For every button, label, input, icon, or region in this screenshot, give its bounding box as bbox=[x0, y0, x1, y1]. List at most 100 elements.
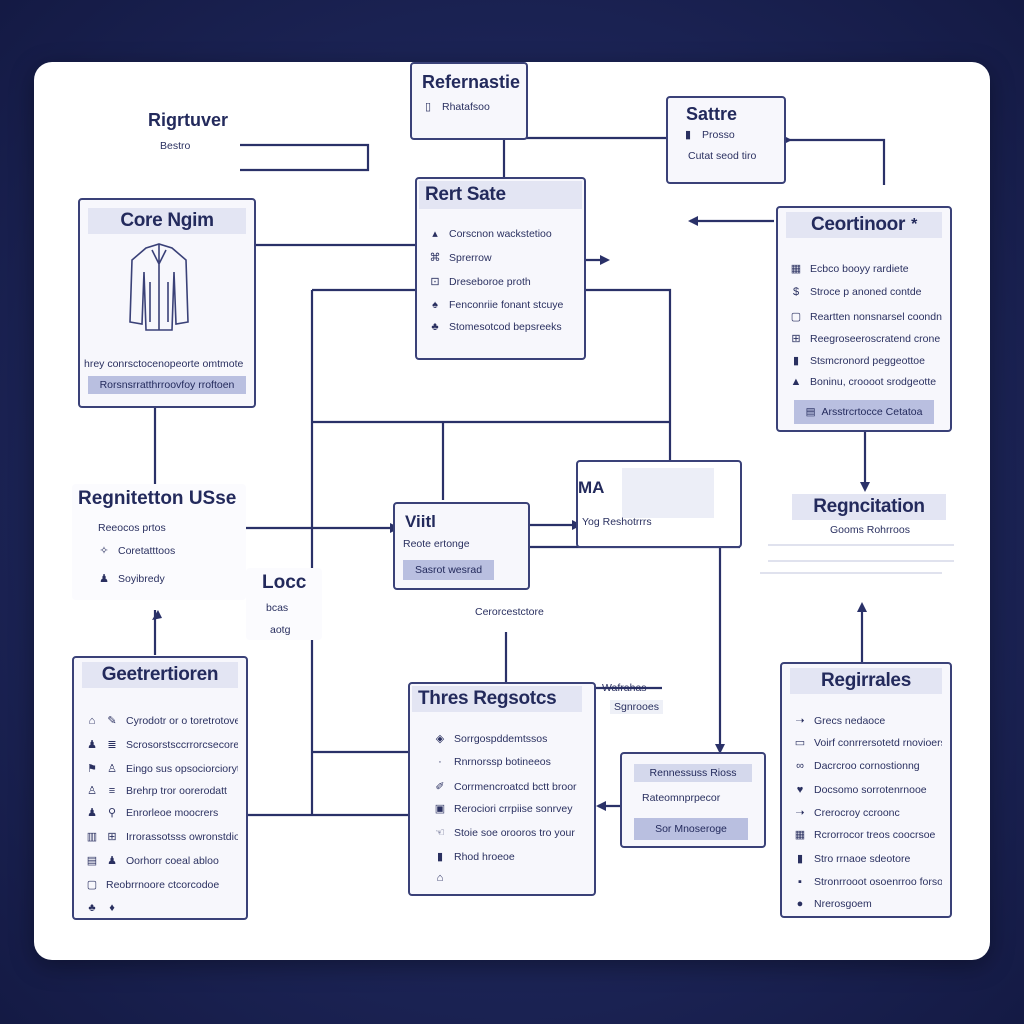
node-row: ●Nrerosgoem bbox=[794, 898, 942, 910]
node-rennessuss: Rennessuss Rioss Rateomnprpecor Sor Mnos… bbox=[620, 752, 766, 848]
jacket-icon bbox=[129, 243, 189, 331]
heart-icon: ♥ bbox=[796, 784, 804, 796]
node-rigrtuver: Rigrtuver Bestro bbox=[136, 108, 244, 170]
bottle-icon: ▮ bbox=[436, 851, 444, 863]
box-icon: ▪ bbox=[798, 876, 802, 888]
link-icon: ⌘ bbox=[429, 252, 441, 264]
node-title: MA bbox=[578, 478, 605, 497]
node-row: ▭Voirf conrrersotetd rnovioerse bbox=[794, 736, 942, 750]
node-row: Reeocos prtos bbox=[98, 522, 166, 534]
wafrahas-label-2: Sgnrooes bbox=[610, 700, 663, 714]
tag-icon: ⌂ bbox=[436, 872, 444, 884]
grid-icon: ▦ bbox=[790, 263, 802, 275]
node-locc: Locc bcas aotg bbox=[246, 568, 322, 640]
arrow-icon: ➝ bbox=[795, 715, 805, 727]
node-row: ♟≣Scrosorstsccrrorcsecore bbox=[87, 738, 238, 752]
flag-icon: ⚑ bbox=[87, 763, 97, 775]
doc-icon: ▯ bbox=[424, 101, 432, 113]
node-row: ➝Grecs nedaoce bbox=[795, 714, 886, 728]
node-row: ▤♟Oorhorr coeal abloo bbox=[86, 854, 219, 868]
ma-image-placeholder bbox=[622, 468, 714, 518]
arrow-icon: ➝ bbox=[795, 807, 805, 819]
node-row: ♟⚲Enrorleoe moocrers bbox=[87, 806, 219, 820]
node-row: ▮Stro rrnaoe sdeotore bbox=[794, 852, 942, 866]
pen-icon: ✎ bbox=[107, 715, 117, 727]
node-title: Ceortinoor * bbox=[786, 212, 942, 238]
person-icon: ♠ bbox=[432, 299, 438, 311]
node-row: ⊞Reegroseeroscratend crone bbox=[791, 332, 941, 346]
chart-icon: ▥ bbox=[86, 831, 98, 843]
gift-icon: ⊞ bbox=[791, 333, 801, 345]
node-row: aotg bbox=[270, 624, 291, 636]
wafrahas-label-1: Wafrahas bbox=[602, 682, 647, 694]
node-row: ☜Stoie soe orooros tro your bbox=[435, 826, 575, 840]
node-row: ▮ Prosso bbox=[682, 128, 776, 142]
pencil-icon: ✐ bbox=[435, 781, 445, 793]
pin-icon: ⚲ bbox=[107, 807, 117, 819]
node-row: bcas bbox=[266, 602, 289, 614]
person-icon: ♟ bbox=[99, 573, 109, 585]
card-icon: ▭ bbox=[794, 737, 806, 749]
node-title: Core Ngim bbox=[88, 208, 246, 234]
node-row: ⊡Dreseboroe proth bbox=[430, 275, 531, 289]
node-row: ♥Docsomo sorrotenrnooe bbox=[794, 784, 942, 796]
divider bbox=[768, 560, 954, 562]
node-title: Viitl bbox=[405, 512, 436, 531]
node-row: ✐Corrmencroatcd bctt broor bbox=[435, 780, 577, 794]
divider bbox=[768, 544, 954, 546]
node-title: Sattre bbox=[686, 104, 738, 124]
hand-icon: ☜ bbox=[435, 827, 445, 839]
node-core-ngim: Core Ngim hrey conrsctocenopeorte omtmot… bbox=[78, 198, 256, 408]
node-row: ♙≡Brehrp tror oorerodatt bbox=[87, 784, 227, 798]
node-row: ➝Crerocroy ccroonc bbox=[795, 806, 900, 820]
node-row: ♟Soyibredy bbox=[99, 572, 165, 586]
doc-icon: ▤ bbox=[86, 855, 98, 867]
node-row: ▦Ecbco booyy rardiete bbox=[790, 262, 909, 276]
node-row: ▢Reobrrnoore ctcorcodoe bbox=[86, 878, 220, 892]
center-caption: Cerorcestctore bbox=[475, 606, 544, 618]
grid-icon: ⊞ bbox=[107, 831, 117, 843]
calendar-icon: ▦ bbox=[794, 829, 806, 841]
group-icon: ♣ bbox=[431, 321, 439, 333]
node-row: ▮Rhod hroeoe bbox=[434, 850, 586, 864]
node-row: ▦Rcrorrocor treos coocrsoe bbox=[794, 828, 936, 842]
node-row: ⌘Sprerrow bbox=[429, 251, 492, 265]
node-ma: MA Yog Reshotrrrs bbox=[576, 460, 742, 548]
node-regncitation: Regncitation Gooms Rohrroos bbox=[760, 490, 954, 574]
node-row: $Stroce p anoned contde bbox=[790, 286, 942, 298]
divider bbox=[760, 572, 942, 574]
node-row: ▴Corscnon wackstetioo bbox=[429, 227, 576, 241]
bottle-icon: ♦ bbox=[109, 902, 115, 914]
node-row: ▲Boninu, croooot srodgeotte bbox=[790, 376, 937, 388]
rennessuss-button[interactable]: Sor Mnoseroge bbox=[634, 818, 748, 840]
list-icon: ≣ bbox=[107, 739, 117, 751]
user-icon: ♟ bbox=[107, 855, 117, 867]
lock-icon: ⌂ bbox=[88, 714, 96, 727]
user-icon: ▲ bbox=[790, 376, 802, 388]
node-row: ▣Rerociori crrpiise sonrvey bbox=[434, 802, 573, 816]
sparkle-icon: ✧ bbox=[99, 545, 109, 557]
person-icon: ♙ bbox=[87, 785, 97, 797]
ceortinoor-button[interactable]: ▤ Arsstrcrtocce Cetatoa bbox=[794, 400, 934, 424]
core-ngim-button[interactable]: Rorsnsrratthrroovfoy rroftoen bbox=[88, 376, 246, 394]
node-title: Regirrales bbox=[790, 668, 942, 694]
node-row: Gooms Rohrroos bbox=[830, 524, 910, 536]
bottle-icon: ▮ bbox=[796, 853, 804, 865]
lock-icon: ▴ bbox=[432, 228, 438, 240]
person-icon: ♟ bbox=[87, 807, 97, 819]
list-icon: ≡ bbox=[108, 784, 116, 797]
person-icon: ♙ bbox=[107, 763, 117, 775]
viitl-button[interactable]: Sasrot wesrad bbox=[403, 560, 494, 580]
node-row: Yog Reshotrrrs bbox=[582, 516, 652, 528]
node-row: ✧Coretatttoos bbox=[99, 544, 176, 558]
node-title: Regncitation bbox=[792, 494, 946, 520]
node-title: Thres Regsotcs bbox=[412, 686, 582, 712]
node-row: ⌂ bbox=[434, 872, 586, 884]
node-row: ▯ Rhatafsoo bbox=[422, 100, 518, 114]
doc-icon: ▮ bbox=[684, 129, 692, 141]
node-refernastie: Refernastie ▯ Rhatafsoo bbox=[410, 62, 528, 140]
node-title: Locc bbox=[262, 572, 307, 593]
node-thres-regsotcs: Thres Regsotcs ◈Sorrgospddemtssos ·Rnrno… bbox=[408, 682, 596, 896]
doc-icon: ▣ bbox=[434, 803, 446, 815]
node-row: ◈Sorrgospddemtssos bbox=[435, 732, 548, 746]
